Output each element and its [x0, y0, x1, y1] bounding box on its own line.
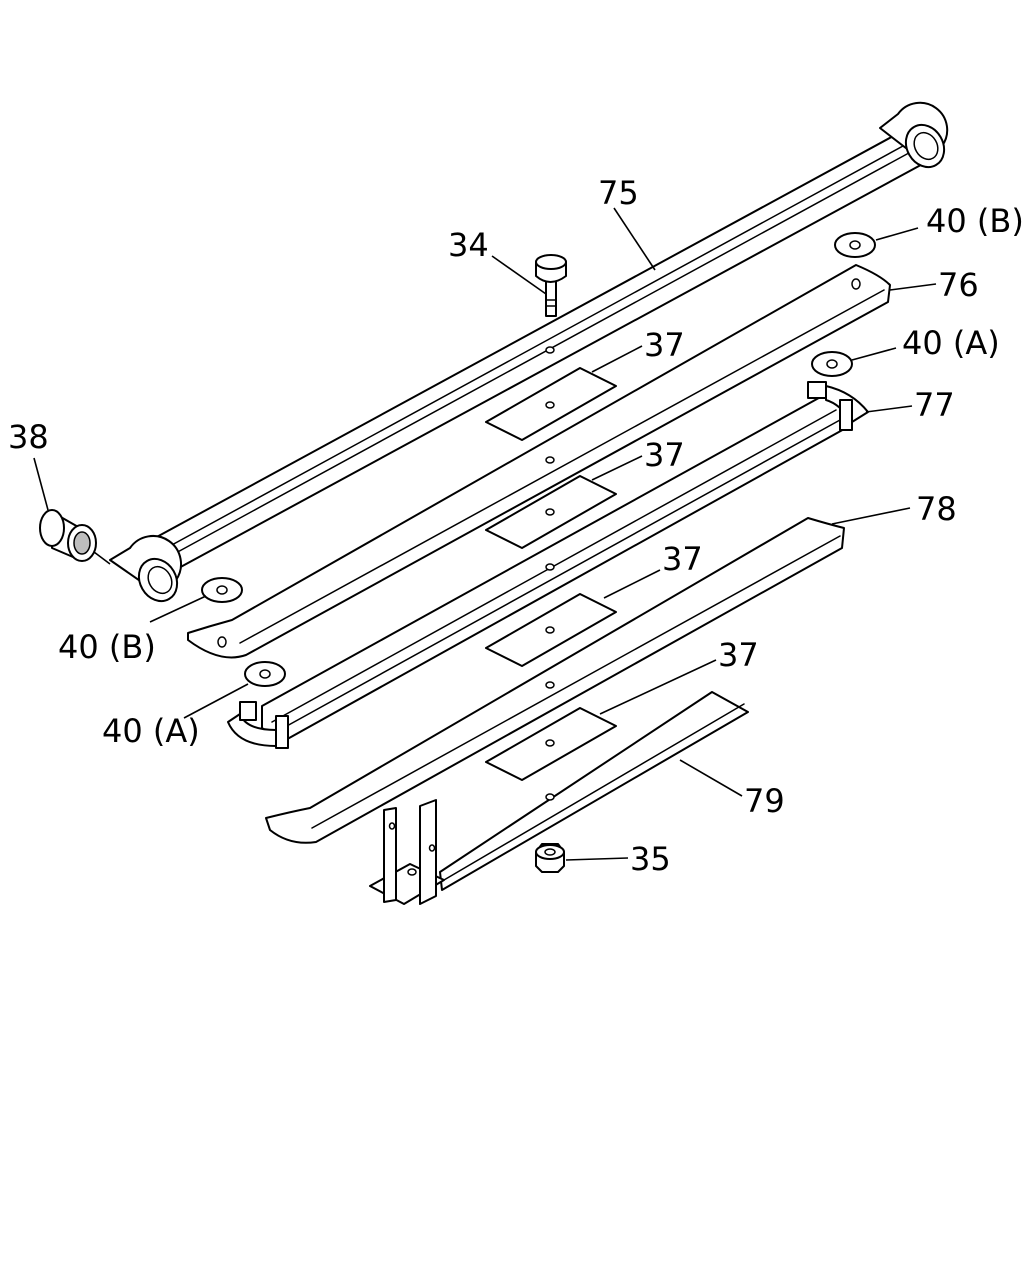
callout-40b-top: 40 (B) — [926, 202, 1024, 240]
callout-78: 78 — [916, 490, 957, 528]
pad-37-fourth — [485, 707, 617, 781]
callout-40b-left: 40 (B) — [58, 628, 156, 666]
callout-76: 76 — [938, 266, 979, 304]
callout-75: 75 — [598, 174, 639, 212]
callout-labels: 75 34 40 (B) 76 37 40 (A) 77 37 38 78 37… — [8, 174, 1024, 878]
callout-37-d: 37 — [718, 636, 759, 674]
callout-79: 79 — [744, 782, 785, 820]
pad-37-first — [485, 367, 617, 441]
center-bolt-34 — [535, 254, 567, 317]
leaf-76 — [187, 264, 891, 659]
pad-37-second — [485, 475, 617, 549]
washer-40b-top — [834, 232, 876, 258]
nut-35 — [535, 843, 565, 873]
callout-40a-left: 40 (A) — [102, 712, 200, 750]
callout-34: 34 — [448, 226, 489, 264]
leaf-78 — [265, 517, 845, 844]
washer-40b-left — [201, 577, 243, 603]
pad-37-third — [485, 593, 617, 667]
bushing-38 — [39, 509, 111, 565]
callout-37-a: 37 — [644, 326, 685, 364]
callout-37-c: 37 — [662, 540, 703, 578]
washer-40a-left — [244, 661, 286, 687]
leader-lines — [33, 207, 937, 861]
callout-40a-top: 40 (A) — [902, 324, 1000, 362]
callout-38: 38 — [8, 418, 49, 456]
bottom-plate-79 — [369, 691, 749, 905]
leaf-77 — [227, 381, 869, 749]
callout-35: 35 — [630, 840, 671, 878]
callout-77: 77 — [914, 386, 955, 424]
washer-40a-top — [811, 351, 853, 377]
main-leaf-75 — [109, 101, 949, 603]
callout-37-b: 37 — [644, 436, 685, 474]
